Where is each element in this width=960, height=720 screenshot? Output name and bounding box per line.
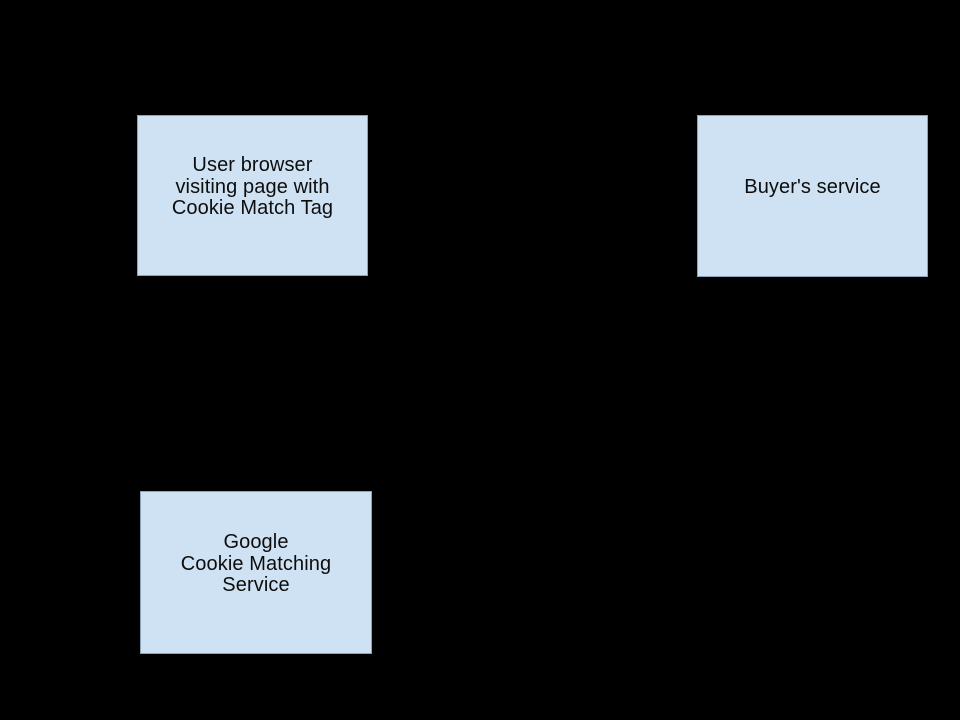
- node-google-cookie-matching-service-label: Google Cookie Matching Service: [180, 531, 332, 597]
- node-buyers-service-label: Buyer's service: [744, 176, 881, 199]
- node-google-cookie-matching-service: Google Cookie Matching Service: [140, 491, 372, 654]
- node-user-browser: User browser visiting page with Cookie M…: [137, 115, 368, 276]
- node-buyers-service: Buyer's service: [697, 115, 928, 277]
- node-user-browser-label: User browser visiting page with Cookie M…: [171, 154, 334, 220]
